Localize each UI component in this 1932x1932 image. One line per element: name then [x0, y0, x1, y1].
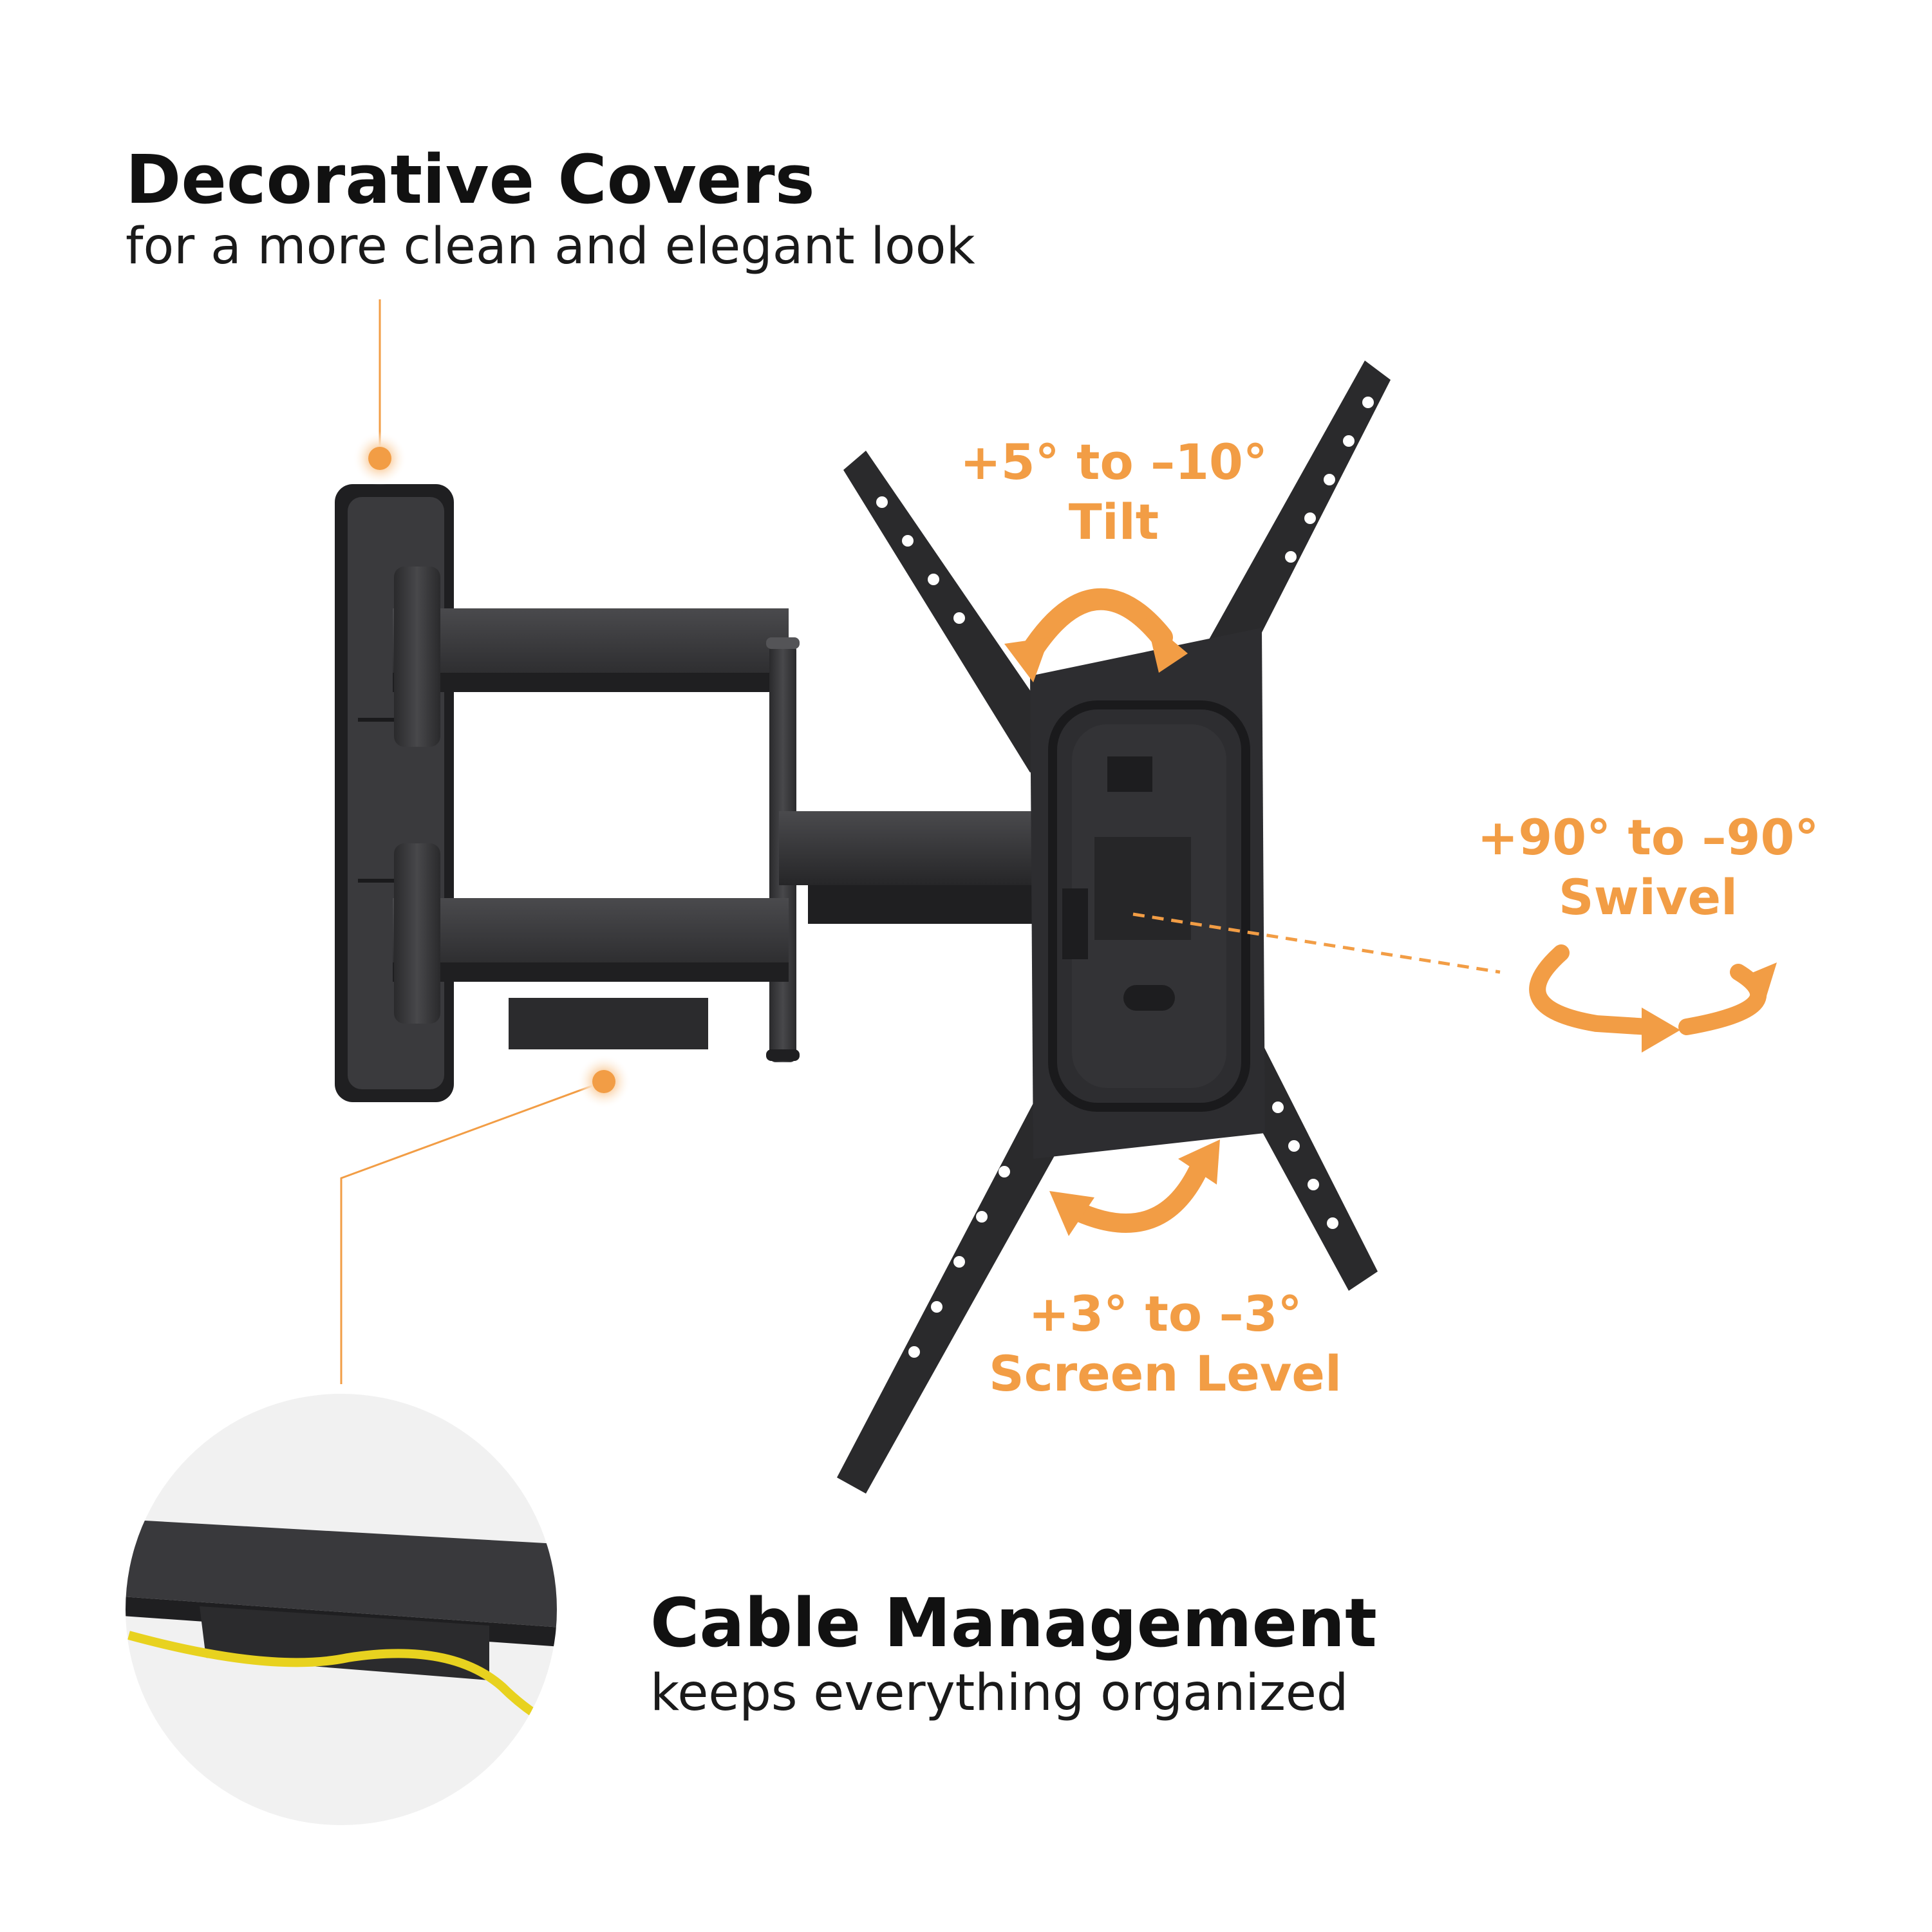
level-arrowheads — [1049, 1140, 1220, 1236]
screen-level-range: +3° to –3° — [1028, 1285, 1302, 1342]
level-arrows-icon — [1065, 1162, 1207, 1233]
screen-level-callout: +3° to –3° Screen Level — [966, 1284, 1365, 1403]
cable-management-leader-line — [340, 1080, 605, 1384]
callout-dot-icon — [577, 1055, 631, 1109]
tilt-callout: +5° to –10° Tilt — [940, 433, 1288, 552]
vesa-plate — [1030, 628, 1265, 1159]
swivel-arrowheads — [1642, 962, 1777, 1053]
cable-zoom-circle — [126, 1394, 557, 1825]
cable-management-title: Cable Management — [650, 1584, 1377, 1662]
callout-dot-icon — [353, 431, 407, 485]
swivel-range: +90° to –90° — [1477, 809, 1819, 866]
swivel-axis-line — [1132, 912, 1501, 974]
tilt-label: Tilt — [1068, 492, 1159, 550]
vesa-slot-holes — [876, 397, 1374, 1358]
decorative-covers-subtitle: for a more clean and elegant look — [126, 218, 975, 276]
extension-arm — [779, 811, 1036, 924]
wall-hinges — [394, 567, 440, 1024]
tilt-arrowheads — [1004, 618, 1188, 682]
lower-arm — [393, 898, 789, 1049]
tilt-range: +5° to –10° — [960, 433, 1268, 491]
swivel-label: Swivel — [1558, 868, 1738, 926]
tilt-arrows-icon — [1019, 588, 1173, 664]
decorative-covers-title: Decorative Covers — [126, 140, 815, 219]
screen-level-label: Screen Level — [988, 1344, 1342, 1402]
cable-management-subtitle: keeps everything organized — [650, 1664, 1349, 1722]
swivel-callout: +90° to –90° Swivel — [1455, 808, 1841, 927]
